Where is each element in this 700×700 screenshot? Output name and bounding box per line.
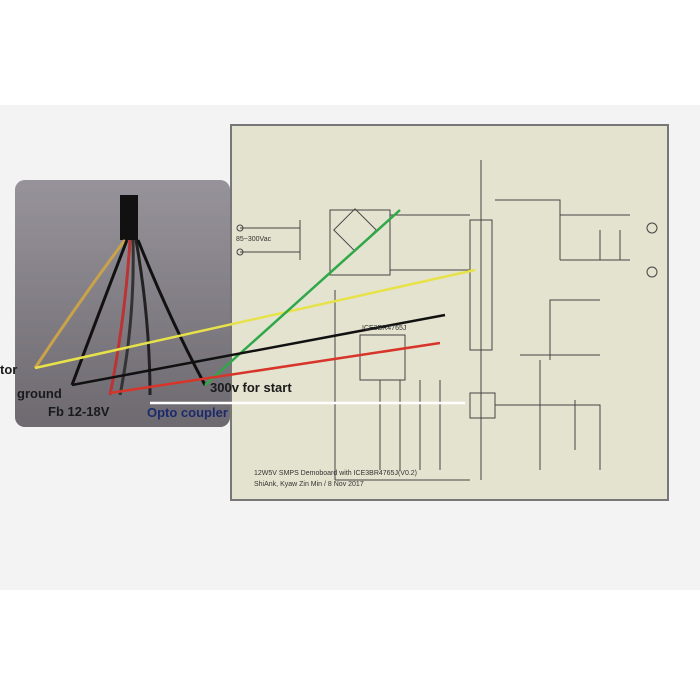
arrows [34, 209, 476, 405]
arrow-yellow [34, 268, 476, 370]
input-label: 85~300Vac [236, 236, 272, 243]
ic-label: ICE3BR4765J [362, 325, 407, 332]
arrow-red [109, 341, 441, 395]
label-fb: Fb 12-18V [48, 404, 110, 419]
arrow-green [204, 209, 401, 386]
caption-title: 12W5V SMPS Demoboard with ICE3BR4765J(V0… [254, 470, 418, 477]
arrow-black [71, 313, 446, 387]
schematic-circuit [236, 160, 658, 481]
label-opto-coupler: Opto coupler [147, 405, 228, 420]
label-tor: tor [0, 362, 18, 377]
label-300v-start: 300v for start [210, 380, 292, 395]
label-ground: ground [17, 386, 62, 401]
ic-chip [359, 334, 406, 381]
schematic-sheet [230, 124, 669, 501]
connector [120, 195, 138, 240]
wire-bundle [33, 239, 207, 396]
caption-author: ShiAnk, Kyaw Zin Min / 8 Nov 2017 [254, 481, 364, 488]
